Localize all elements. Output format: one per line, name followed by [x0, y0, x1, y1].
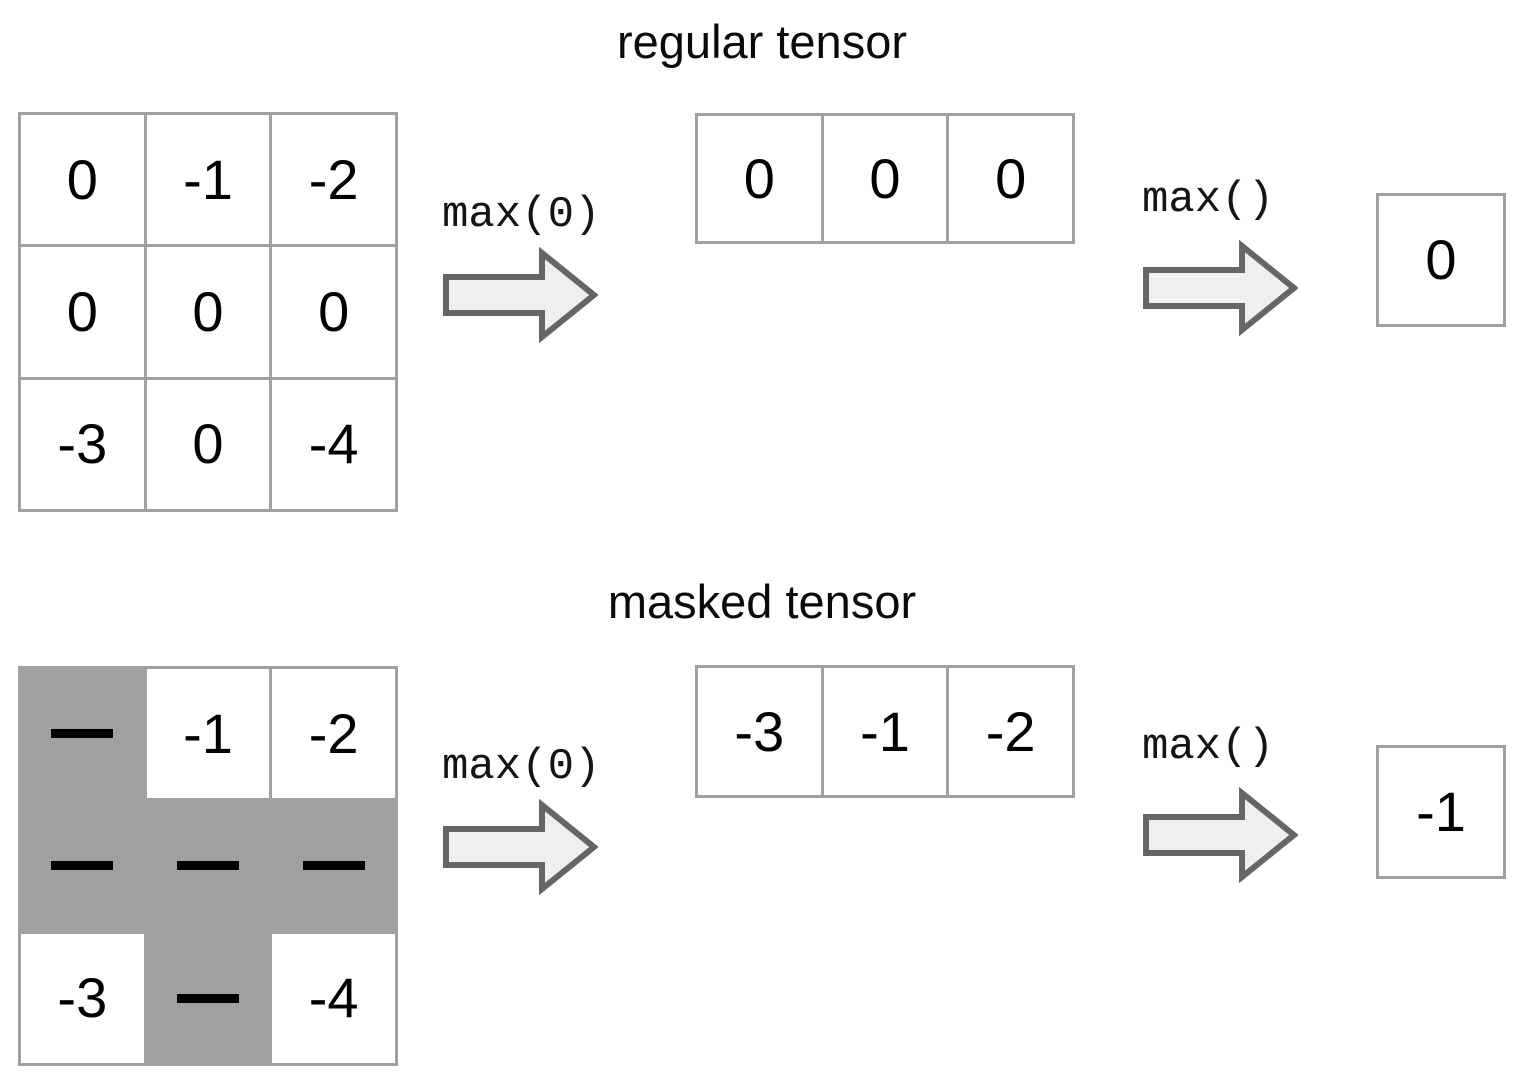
section-title-regular: regular tensor	[617, 15, 907, 68]
regular-max-label: max()	[1142, 175, 1275, 225]
masked-max-operation: max()	[1142, 722, 1299, 888]
masked-max0-label: max(0)	[442, 742, 601, 792]
matrix-cell-masked	[21, 801, 144, 931]
row-vector-cell: -3	[698, 668, 821, 795]
masked-max0-operation: max(0)	[442, 745, 600, 900]
masked-max-label: max()	[1142, 722, 1275, 772]
masked-dash-icon	[51, 729, 114, 739]
matrix-cell: 0	[21, 247, 144, 377]
matrix-cell: 0	[21, 115, 144, 245]
masked-scalar-result: -1	[1376, 745, 1506, 879]
right-block-arrow-icon	[442, 798, 600, 900]
row-vector-cell: 0	[823, 116, 947, 241]
matrix-cell: -1	[146, 669, 270, 799]
masked-dash-icon	[302, 861, 365, 871]
masked-dash-icon	[176, 861, 239, 871]
row-vector-cell: -2	[949, 668, 1072, 795]
matrix-cell: -2	[272, 115, 395, 245]
right-block-arrow-icon	[1142, 239, 1299, 341]
matrix-cell: -4	[272, 933, 395, 1063]
matrix-cell: -4	[272, 379, 395, 509]
matrix-cell: -2	[272, 669, 395, 799]
row-vector-cell: 0	[698, 116, 821, 241]
matrix-cell: -3	[21, 379, 144, 509]
regular-max0-label: max(0)	[442, 190, 601, 240]
matrix-cell-masked	[272, 801, 395, 931]
masked-row-vector: -3-1-2	[695, 665, 1075, 798]
matrix-cell: 0	[272, 247, 395, 377]
matrix-cell-masked	[21, 669, 144, 799]
matrix-cell: 0	[146, 247, 270, 377]
regular-max0-operation: max(0)	[442, 193, 600, 348]
matrix-cell: 0	[146, 379, 270, 509]
section-title-masked: masked tensor	[607, 575, 917, 628]
masked-dash-icon	[51, 861, 114, 871]
matrix-cell: -1	[146, 115, 270, 245]
masked-tensor-matrix: -1-2 -3 -4	[18, 666, 398, 1066]
masked-dash-icon	[176, 993, 239, 1003]
matrix-cell-masked	[146, 801, 270, 931]
row-vector-cell: 0	[949, 116, 1072, 241]
matrix-cell-masked	[146, 933, 270, 1063]
right-block-arrow-icon	[1142, 786, 1299, 888]
regular-max-operation: max()	[1142, 175, 1299, 341]
matrix-cell: -3	[21, 933, 144, 1063]
regular-scalar-result: 0	[1376, 193, 1506, 327]
right-block-arrow-icon	[442, 246, 600, 348]
row-vector-cell: -1	[823, 668, 947, 795]
